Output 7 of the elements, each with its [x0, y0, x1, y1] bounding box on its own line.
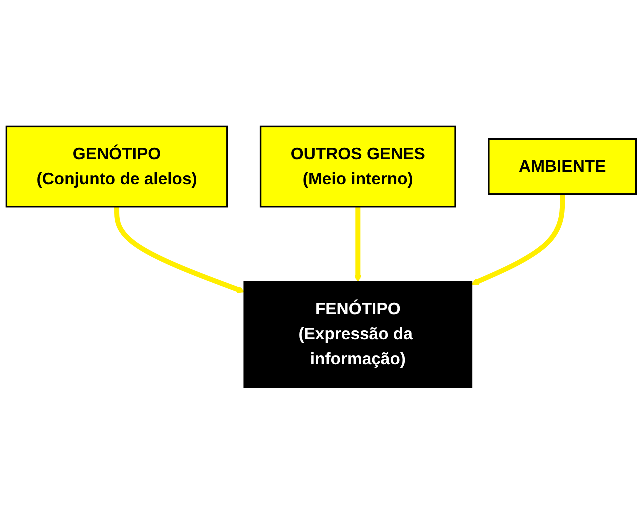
arrow [471, 194, 566, 286]
node-box: OUTROS GENES (Meio interno) [260, 126, 456, 208]
node-box: GENÓTIPO (Conjunto de alelos) [6, 126, 228, 208]
arrow [114, 206, 245, 294]
node-box: FENÓTIPO (Expressão da informação) [244, 281, 473, 388]
arrow [354, 206, 362, 282]
node-box: AMBIENTE [488, 138, 638, 196]
